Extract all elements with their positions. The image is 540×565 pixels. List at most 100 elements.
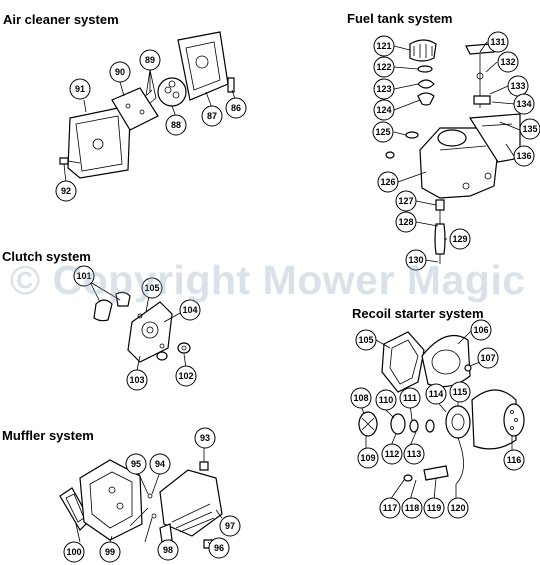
callout-96: 96 [208,537,230,559]
callout-label: 91 [75,84,85,94]
callout-133: 133 [507,75,529,97]
callout-label: 118 [405,503,420,513]
callout-label: 102 [178,371,193,381]
callout-126: 126 [377,171,399,193]
callout-134: 134 [513,93,535,115]
callout-label: 103 [129,375,144,385]
callout-99: 99 [99,541,121,563]
callout-label: 100 [66,547,81,557]
callout-label: 95 [131,459,141,469]
callout-label: 89 [145,55,155,65]
callout-135: 135 [519,118,540,140]
muffler-title: Muffler system [2,428,94,443]
callout-label: 122 [376,62,391,72]
callout-label: 133 [510,81,525,91]
callout-label: 115 [453,387,468,397]
callout-label: 92 [61,186,71,196]
callout-123: 123 [373,78,395,100]
callout-104: 104 [179,299,201,321]
callout-label: 88 [171,120,181,130]
callout-label: 99 [105,547,115,557]
callout-118: 118 [401,497,423,519]
callout-88: 88 [165,114,187,136]
callout-119: 119 [423,497,445,519]
callout-86: 86 [225,97,247,119]
callout-label: 111 [403,393,417,403]
callout-bubbles: 86 87 88 89 90 91 92 121 122 123 124 125 126 127 128 12… [55,31,540,563]
callout-109: 109 [357,447,379,469]
callout-102: 102 [175,365,197,387]
callout-label: 105 [144,283,159,293]
callout-136: 136 [513,145,535,167]
callout-128: 128 [395,211,417,233]
callout-98: 98 [157,539,179,561]
callout-113: 113 [403,443,425,465]
callout-115: 115 [449,381,471,403]
callout-label: 108 [353,393,368,403]
callout-label: 132 [500,57,515,67]
callout-111: 111 [399,387,421,409]
callout-label: 109 [360,453,375,463]
callout-127: 127 [395,190,417,212]
callout-label: 86 [231,103,241,113]
callout-106: 106 [470,319,492,341]
callout-label: 107 [480,353,495,363]
callout-97: 97 [219,515,241,537]
copyright-watermark: © Copyright Mower Magic [10,257,526,303]
muffler-drawing [59,459,223,549]
callout-117: 117 [379,497,401,519]
callout-129: 129 [449,228,471,250]
clutch-title: Clutch system [2,249,91,264]
callout-label: 101 [76,271,91,281]
callout-105: 105 [141,277,163,299]
callout-label: 131 [490,37,505,47]
callout-label: 134 [516,99,531,109]
callout-130: 130 [405,249,427,271]
callout-label: 119 [427,503,442,513]
callout-95: 95 [125,453,147,475]
callout-103: 103 [126,369,148,391]
callout-110: 110 [375,389,397,411]
callout-132: 132 [497,51,519,73]
callout-101: 101 [73,265,95,287]
callout-label: 128 [398,217,413,227]
callout-label: 113 [407,449,422,459]
callout-label: 96 [214,543,224,553]
callout-label: 124 [376,105,391,115]
callout-label: 125 [375,127,390,137]
callout-131: 131 [487,31,509,53]
callout-label: 135 [522,124,537,134]
fuel-tank-title: Fuel tank system [347,11,453,26]
callout-125: 125 [372,121,394,143]
callout-87: 87 [201,105,223,127]
callout-112: 112 [381,443,403,465]
callout-label: 104 [182,305,197,315]
callout-label: 105 [358,335,373,345]
callout-107: 107 [477,347,499,369]
callout-label: 116 [507,455,522,465]
callout-120: 120 [447,497,469,519]
callout-label: 110 [379,395,394,405]
callout-label: 90 [115,67,125,77]
callout-116: 116 [503,449,525,471]
callout-label: 120 [450,503,465,513]
callout-label: 130 [408,255,423,265]
callout-label: 127 [398,196,413,206]
callout-90: 90 [109,61,131,83]
callout-121: 121 [373,35,395,57]
callout-label: 93 [200,433,210,443]
callout-label: 136 [516,151,531,161]
callout-label: 106 [473,325,488,335]
callout-94: 94 [149,453,171,475]
callout-124: 124 [373,99,395,121]
callout-92: 92 [55,180,77,202]
recoil-starter-drawing [358,331,525,485]
fuel-tank-drawing [385,39,521,264]
callout-label: 129 [452,234,467,244]
callout-91: 91 [69,78,91,100]
callout-label: 94 [155,459,165,469]
callout-108: 108 [350,387,372,409]
air-cleaner-title: Air cleaner system [3,12,119,27]
callout-label: 112 [385,449,400,459]
recoil-starter-title: Recoil starter system [352,306,484,321]
